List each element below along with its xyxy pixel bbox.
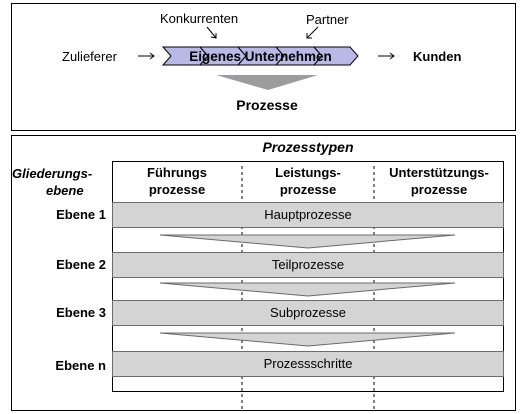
row-label-level-1: Hauptprozesse [264,207,352,222]
funnel-level-1-2 [159,234,456,249]
process-chevrons [161,46,359,66]
funnel-level-3-n [159,332,456,347]
funnel-level-2-3 [159,282,456,297]
row-band-level-n [112,351,504,377]
column-header-leadership-line1: Führungs [147,165,207,180]
process-funnel [216,75,318,90]
customer-arrow [378,52,395,60]
column-header-support-line2: prozesse [410,182,468,197]
level-header-line1: Gliederungs- [12,166,93,181]
column-header-leadership-line2: prozesse [148,182,206,197]
row-label-level-n: Prozessschritte [263,356,353,371]
level-label-3: Ebene 3 [56,305,106,320]
value-chain-panel [11,3,516,131]
partners-label: Partner [306,12,349,27]
competitors-label: Konkurrenten [160,11,239,26]
level-label-1: Ebene 1 [56,207,106,222]
partner-arrow [306,26,319,39]
suppliers-label: Zulieferer [62,49,117,64]
customers-label: Kunden [413,49,462,64]
level-header-line2: ebene [46,183,84,198]
row-band-level-2 [112,252,504,278]
competitor-arrow [206,26,217,39]
row-band-level-1 [112,202,504,228]
row-band-level-3 [112,300,504,326]
row-label-level-2: Teilprozesse [271,257,345,272]
level-label-n: Ebene n [55,358,106,373]
column-header-performance-line1: Leistungs- [275,165,341,180]
level-label-2: Ebene 2 [56,257,106,272]
supplier-arrow [138,52,155,60]
process-types-heading: Prozesstypen [262,139,354,155]
column-header-performance-line2: prozesse [279,182,337,197]
company-label: Eigenes Unternehmen [189,49,332,64]
column-header-support-line1: Unterstützungs- [389,165,489,180]
row-label-level-3: Subprozesse [270,305,346,320]
processes-label: Prozesse [236,97,298,113]
